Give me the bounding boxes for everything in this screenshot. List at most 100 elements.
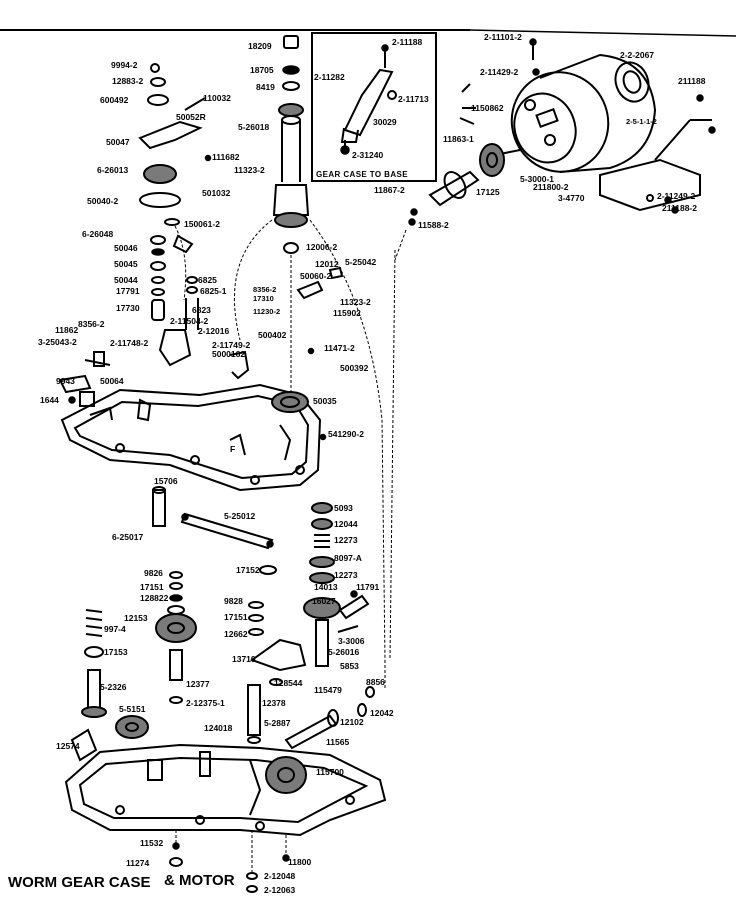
ul-label-9: 11323-2 — [234, 165, 265, 175]
top-rule-right — [469, 29, 736, 37]
low-label-23: 5093 — [334, 503, 353, 513]
ul-label-26: 2-11504-2 — [170, 316, 209, 326]
low-label-15: 9828 — [224, 596, 243, 606]
low-label-3: 9826 — [144, 568, 163, 578]
low-label-21: 5-2887 — [264, 718, 291, 728]
inset-label-2: 2-11282 — [314, 72, 345, 82]
motor-label-9: 2-11249-2 — [657, 191, 696, 201]
motor-assembly: 2-11101-2 2-11429-2 2-2-2067 211188 2-5-… — [374, 32, 716, 230]
low-label-44: 2-12063 — [264, 885, 295, 895]
ul-label-8: 6-26013 — [97, 165, 128, 175]
low-label-42: 11800 — [288, 857, 311, 867]
low-label-40: 11532 — [140, 838, 163, 848]
inset-label-3: 2-11713 — [398, 94, 429, 104]
ul-label-29: 5000162 — [212, 349, 245, 359]
low-label-14: 17152 — [236, 565, 260, 575]
low-label-9: 5-2326 — [100, 682, 127, 692]
ul-label-33: 15706 — [154, 476, 178, 486]
motor-label-3: 2-2-2067 — [620, 50, 654, 60]
ul-label-13: 6-26048 — [82, 229, 113, 239]
low-label-32: 5-26016 — [328, 647, 359, 657]
ul-label-1: 9994-2 — [111, 60, 138, 70]
low-label-25: 12273 — [334, 535, 358, 545]
shaft-label-11: 11230-2 — [253, 307, 280, 316]
ul-label-2: 12883-2 — [112, 76, 143, 86]
ul-label-27: 2-12016 — [198, 326, 229, 336]
ul-label-30: 9943 — [56, 376, 75, 386]
cover-mark: F — [230, 444, 235, 454]
motor-label-15: 11588-2 — [418, 220, 449, 230]
low-label-1: 6-25017 — [112, 532, 143, 542]
low-label-36: 12102 — [340, 717, 364, 727]
ul-label-7: 111682 — [212, 152, 240, 162]
low-label-6: 12153 — [124, 613, 148, 623]
shaft-label-4: 5-26018 — [238, 122, 269, 132]
low-label-43: 2-12048 — [264, 871, 295, 881]
shaft-label-18: 541290-2 — [328, 429, 364, 439]
inset-label-5: 2-31240 — [352, 150, 383, 160]
ul-label-6: 50047 — [106, 137, 130, 147]
low-label-34: 8856 — [366, 677, 385, 687]
low-label-11: 12574 — [56, 741, 80, 751]
low-label-41: 11274 — [126, 858, 149, 868]
ul-label-18: 17730 — [116, 303, 140, 313]
ul-label-15: 50045 — [114, 259, 138, 269]
low-label-12: 12377 — [186, 679, 210, 689]
motor-label-5: 2-5-1-1-2 — [626, 117, 657, 126]
ul-label-10: 501032 — [202, 188, 231, 198]
low-label-27: 12273 — [334, 570, 358, 580]
ul-label-24: 3-25043-2 — [38, 337, 77, 347]
upper-left-parts: 9994-2 12883-2 600492 110032 50052R 5004… — [38, 60, 265, 486]
low-label-17: 12662 — [224, 629, 248, 639]
inset-label-1: 2-11188 — [392, 37, 423, 47]
ul-label-31: 50064 — [100, 376, 124, 386]
low-label-24: 12044 — [334, 519, 358, 529]
low-label-39: 115700 — [316, 767, 344, 777]
ul-label-32: 1644 — [40, 395, 59, 405]
shaft-label-16: 500392 — [340, 363, 369, 373]
ul-label-28: 2-11749-2 — [212, 340, 251, 350]
motor-label-2: 2-11429-2 — [480, 67, 519, 77]
low-label-26: 8097-A — [334, 553, 362, 563]
ul-label-14: 50046 — [114, 243, 138, 253]
motor-label-4: 211188 — [678, 76, 706, 86]
upper-gear-case-cover: F — [60, 383, 322, 492]
ul-label-23: 8356-2 — [78, 319, 105, 329]
motor-label-8: 3-4770 — [558, 193, 585, 203]
low-label-22: 124018 — [204, 723, 233, 733]
low-label-20: 128544 — [274, 678, 303, 688]
motor-label-13: 17125 — [476, 187, 500, 197]
ul-label-22: 11862 — [55, 325, 78, 335]
low-label-37: 115479 — [314, 685, 342, 695]
shaft-label-1: 18209 — [248, 41, 272, 51]
shaft-label-8: 50060-2 — [300, 271, 331, 281]
shaft-label-6: 12012 — [315, 259, 339, 269]
low-label-5: 128822 — [140, 593, 169, 603]
low-label-29: 11791 — [356, 582, 379, 592]
shaft-label-5: 12006-2 — [306, 242, 337, 252]
motor-label-14: 11867-2 — [374, 185, 405, 195]
shaft-label-10: 17310 — [253, 294, 274, 303]
inset-title: GEAR CASE TO BASE — [316, 170, 408, 179]
low-label-18: 13710 — [232, 654, 256, 664]
motor-label-1: 2-11101-2 — [484, 32, 522, 42]
shaft-label-7: 5-25042 — [345, 257, 376, 267]
low-label-31: 3-3006 — [338, 636, 365, 646]
low-label-16: 17151 — [224, 612, 248, 622]
ul-label-19: 6825 — [198, 275, 217, 285]
low-label-4: 17151 — [140, 582, 164, 592]
low-label-38: 11565 — [326, 737, 349, 747]
gear-case-to-base-inset: GEAR CASE TO BASE 2-11188 2-11282 2-1171… — [311, 32, 437, 182]
shaft-label-3: 8419 — [256, 82, 275, 92]
caption-title: WORM GEAR CASE — [8, 874, 151, 891]
shaft-label-9: 8356-2 — [253, 285, 276, 294]
motor-label-12: 1150862 — [471, 103, 504, 113]
ul-label-16: 50044 — [114, 275, 138, 285]
inset-label-4: 30029 — [373, 117, 397, 127]
motor-label-6: 5-3000-1 — [520, 174, 554, 184]
low-label-13: 2-12375-1 — [186, 698, 225, 708]
low-label-10: 5-5151 — [119, 704, 146, 714]
low-label-35: 12042 — [370, 708, 394, 718]
ul-label-25: 2-11748-2 — [110, 338, 149, 348]
